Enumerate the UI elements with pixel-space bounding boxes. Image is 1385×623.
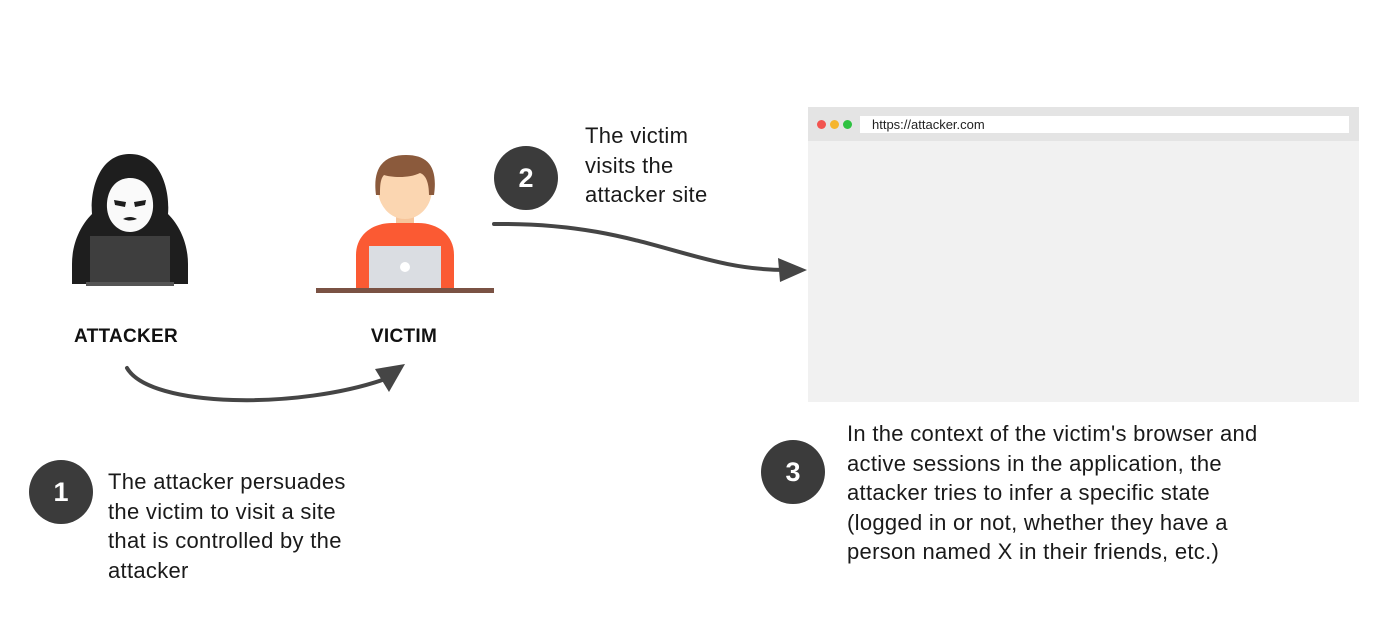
- address-bar: https://attacker.com: [860, 116, 1349, 133]
- step-3-line-2: active sessions in the application, the: [847, 450, 1222, 476]
- step-1-line-4: attacker: [108, 557, 189, 583]
- attacker-site-browser-window: https://attacker.com: [808, 107, 1359, 402]
- step-2-line-1: The victim: [585, 123, 689, 148]
- arrow-victim-to-browser: [492, 221, 788, 272]
- step-1-badge: 1: [29, 460, 93, 524]
- step-2-badge: 2: [494, 146, 558, 210]
- window-maximize-dot: [843, 120, 852, 129]
- step-2-description: The victim visits the attacker site: [585, 121, 785, 210]
- step-3-line-3: attacker tries to infer a specific state: [847, 480, 1210, 505]
- browser-toolbar: https://attacker.com: [808, 107, 1359, 141]
- step-3-badge: 3: [761, 440, 825, 504]
- step-1-line-2: the victim to visit a site: [108, 498, 336, 524]
- step-3-line-5: person named X in their friends, etc.): [847, 539, 1220, 564]
- step-1-description: The attacker persuades the victim to vis…: [108, 467, 403, 585]
- arrow-attacker-to-victim-head: [375, 364, 405, 392]
- victim-label: VICTIM: [370, 326, 438, 347]
- step-2-line-3: attacker site: [585, 182, 708, 207]
- step-3-line-1: In the context of the victim's browser a…: [847, 421, 1258, 446]
- attacker-label: ATTACKER: [73, 326, 179, 347]
- step-2-line-2: visits the: [585, 152, 674, 178]
- step-1-line-1: The attacker persuades: [108, 469, 346, 494]
- person-at-laptop-icon: [316, 155, 494, 293]
- window-close-dot: [817, 120, 826, 129]
- hooded-hacker-icon: [72, 154, 188, 286]
- step-3-description: In the context of the victim's browser a…: [847, 419, 1308, 567]
- step-1-line-3: that is controlled by the: [108, 528, 342, 553]
- step-3-line-4: (logged in or not, whether they have a: [847, 509, 1228, 535]
- window-minimize-dot: [830, 120, 839, 129]
- arrow-victim-to-browser-head: [778, 258, 807, 282]
- arrow-attacker-to-victim: [125, 366, 390, 403]
